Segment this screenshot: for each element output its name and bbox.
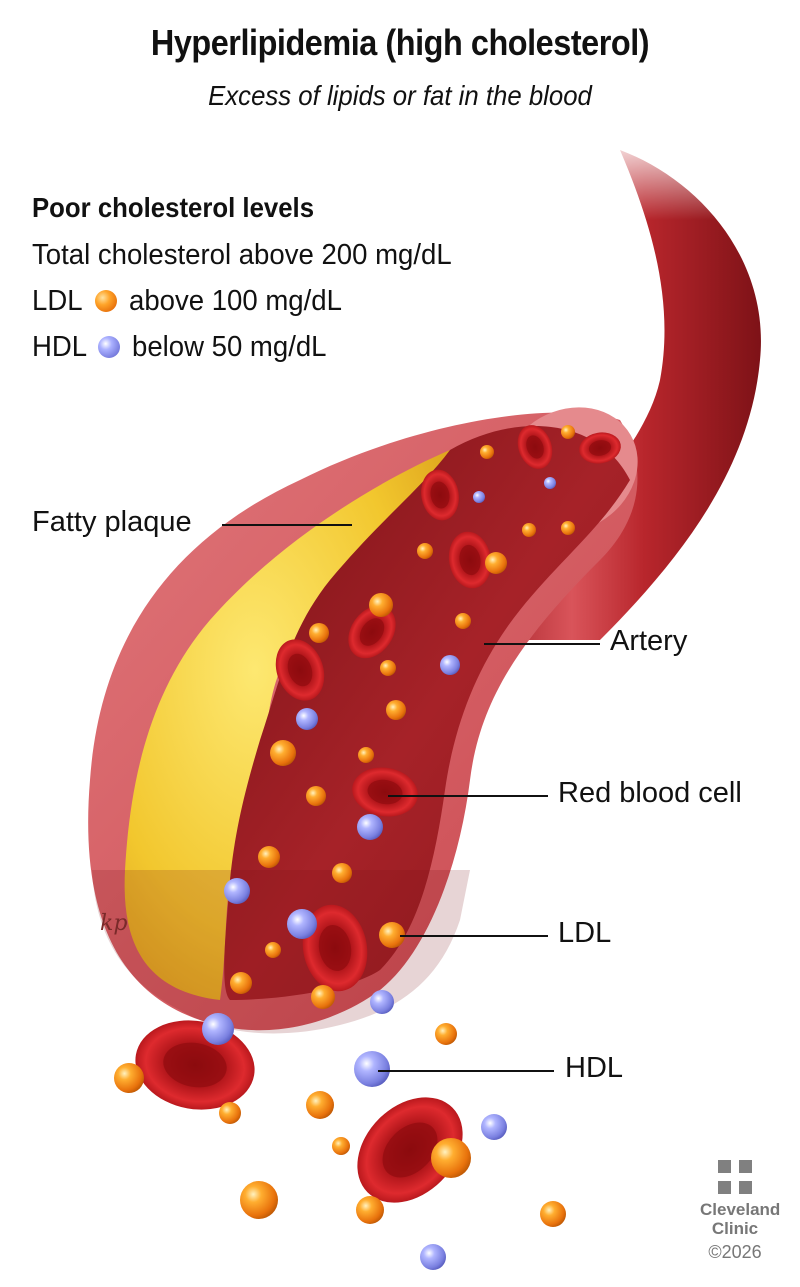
callout-lines bbox=[222, 524, 600, 1072]
artist-signature: kp bbox=[100, 911, 127, 936]
copyright: ©2026 bbox=[708, 1242, 762, 1262]
legend-hdl: HDL below 50 mg/dL bbox=[32, 331, 327, 363]
callout-ldl: LDL bbox=[558, 917, 612, 949]
callout-red-blood-cell: Red blood cell bbox=[558, 777, 742, 809]
orange-ball-icon bbox=[95, 290, 118, 312]
legend: Poor cholesterol levels Total cholestero… bbox=[32, 192, 474, 370]
blue-ball-icon bbox=[98, 336, 121, 358]
cleveland-clinic-logo: Cleveland Clinic ©2026 bbox=[700, 1160, 780, 1263]
page-title: Hyperlipidemia (high cholesterol) bbox=[150, 22, 650, 63]
callout-hdl: HDL bbox=[565, 1052, 624, 1084]
artery-upper-tube bbox=[470, 150, 761, 640]
cleveland-clinic-cross-icon bbox=[718, 1160, 752, 1194]
legend-ldl: LDL above 100 mg/dL bbox=[32, 285, 343, 317]
callout-fatty-plaque: Fatty plaque bbox=[32, 506, 192, 538]
page-subtitle: Excess of lipids or fat in the blood bbox=[208, 80, 592, 111]
callout-artery: Artery bbox=[610, 625, 688, 657]
legend-heading: Poor cholesterol levels bbox=[32, 192, 315, 223]
artery-lumen bbox=[224, 426, 630, 1000]
fatty-plaque bbox=[124, 450, 450, 1000]
legend-total-cholesterol: Total cholesterol above 200 mg/dL bbox=[32, 239, 452, 271]
